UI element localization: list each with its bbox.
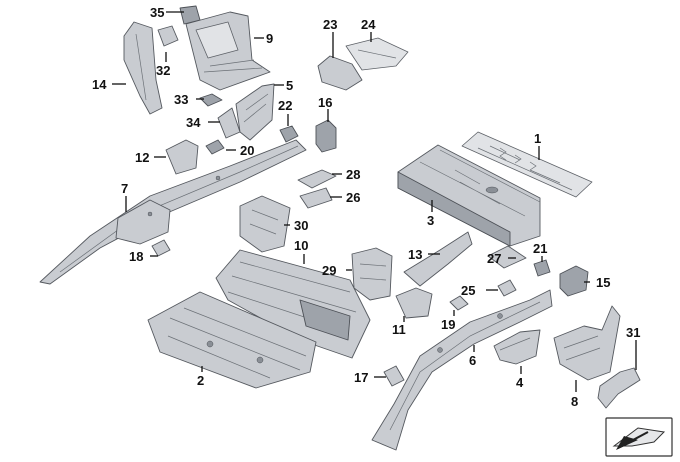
callout-7: 7 xyxy=(121,181,128,196)
part-21[interactable] xyxy=(533,259,551,277)
part-33[interactable] xyxy=(199,93,223,107)
part-22[interactable] xyxy=(279,125,299,143)
part-24[interactable] xyxy=(345,37,409,71)
part-6[interactable] xyxy=(371,289,553,451)
part-31[interactable] xyxy=(597,367,641,409)
callout-34: 34 xyxy=(186,115,201,130)
callout-21: 21 xyxy=(533,241,547,256)
callout-14: 14 xyxy=(92,77,107,92)
part-26[interactable] xyxy=(299,187,333,209)
callout-24: 24 xyxy=(361,17,376,32)
part-27[interactable] xyxy=(487,245,527,269)
callout-25: 25 xyxy=(461,283,475,298)
part-23[interactable] xyxy=(317,55,363,91)
part-14[interactable] xyxy=(123,21,163,115)
callout-4: 4 xyxy=(516,375,524,390)
part-13[interactable] xyxy=(403,231,473,287)
part-25[interactable] xyxy=(497,279,517,297)
callout-26: 26 xyxy=(346,190,360,205)
part-10[interactable] xyxy=(215,249,371,359)
callout-8: 8 xyxy=(571,394,578,409)
callout-12: 12 xyxy=(135,150,149,165)
callout-15: 15 xyxy=(596,275,610,290)
part-20[interactable] xyxy=(205,139,225,155)
callout-2: 2 xyxy=(197,373,204,388)
part-30[interactable] xyxy=(239,195,291,253)
callout-18: 18 xyxy=(129,249,143,264)
callout-9: 9 xyxy=(266,31,273,46)
callout-11: 11 xyxy=(392,322,406,337)
callout-22: 22 xyxy=(278,98,292,113)
callout-28: 28 xyxy=(346,167,360,182)
part-7[interactable] xyxy=(39,139,307,285)
callout-30: 30 xyxy=(294,218,308,233)
part-11[interactable] xyxy=(395,287,433,319)
car-view-arrow-icon xyxy=(605,417,673,457)
part-3[interactable] xyxy=(397,144,541,247)
callout-35: 35 xyxy=(150,5,164,20)
callout-31: 31 xyxy=(626,325,640,340)
callout-10: 10 xyxy=(294,238,308,253)
part-34[interactable] xyxy=(217,107,241,139)
part-12[interactable] xyxy=(165,139,199,175)
callout-29: 29 xyxy=(322,263,336,278)
part-8[interactable] xyxy=(553,305,621,381)
part-15[interactable] xyxy=(559,265,589,297)
part-9[interactable] xyxy=(185,11,271,91)
callout-16: 16 xyxy=(318,95,332,110)
part-16[interactable] xyxy=(315,119,337,153)
part-35[interactable] xyxy=(179,5,201,25)
part-18[interactable] xyxy=(151,239,171,257)
part-4[interactable] xyxy=(493,329,541,365)
part-19[interactable] xyxy=(449,295,469,311)
callout-32: 32 xyxy=(156,63,170,78)
callout-23: 23 xyxy=(323,17,337,32)
callout-3: 3 xyxy=(427,213,434,228)
callout-6: 6 xyxy=(469,353,476,368)
part-2[interactable] xyxy=(147,291,317,389)
part-29[interactable] xyxy=(351,247,393,301)
part-28[interactable] xyxy=(297,169,337,189)
callout-labels: 1 2 3 4 5 6 7 8 9 10 11 12 13 14 15 16 1… xyxy=(92,5,640,409)
part-17[interactable] xyxy=(383,365,405,387)
leader-lines xyxy=(112,11,637,392)
callout-1: 1 xyxy=(534,131,541,146)
part-32[interactable] xyxy=(157,25,179,47)
callout-33: 33 xyxy=(174,92,188,107)
part-1[interactable] xyxy=(461,131,593,198)
callout-20: 20 xyxy=(240,143,254,158)
part-5[interactable] xyxy=(235,83,275,141)
callout-13: 13 xyxy=(408,247,422,262)
callout-27: 27 xyxy=(487,251,501,266)
callout-5: 5 xyxy=(286,78,293,93)
callout-19: 19 xyxy=(441,317,455,332)
callout-17: 17 xyxy=(354,370,368,385)
